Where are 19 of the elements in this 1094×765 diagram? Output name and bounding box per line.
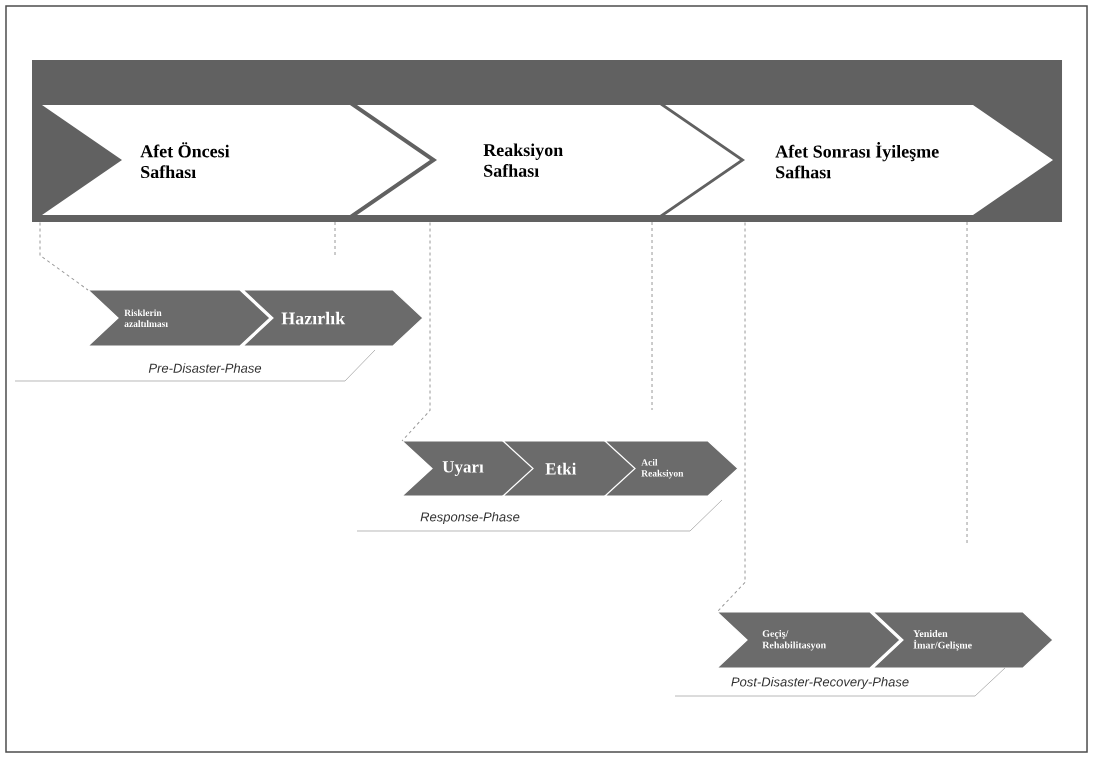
step-block: Risklerin azaltılması bbox=[86, 289, 271, 347]
step-block: Hazırlık bbox=[241, 289, 424, 347]
phase-caption: Post-Disaster-Recovery-Phase bbox=[731, 676, 909, 690]
dashed-connector bbox=[39, 221, 89, 291]
step-block: Yeniden İmar/Gelişme bbox=[871, 611, 1054, 669]
step-block: Uyarı bbox=[400, 440, 536, 497]
step-block: Geçiş/ Rehabilitasyon bbox=[715, 611, 901, 669]
dashed-connector bbox=[401, 221, 431, 442]
phase-caption: Pre-Disaster-Phase bbox=[148, 363, 262, 373]
phase-block: Reaksiyon Safhası bbox=[357, 105, 740, 215]
dashed-connector bbox=[716, 221, 746, 613]
step-block: Acil Reaksiyon bbox=[603, 440, 739, 497]
phase-block: Afet Öncesi Safhası bbox=[42, 105, 430, 215]
node-label: Afet Sonrası İyileşme Safhası bbox=[775, 142, 939, 179]
node-label: Reaksiyon Safhası bbox=[483, 143, 563, 177]
node-label: Afet Öncesi Safhası bbox=[140, 142, 230, 179]
phase-caption: Response-Phase bbox=[420, 511, 520, 525]
phase-block: Afet Sonrası İyileşme Safhası bbox=[665, 105, 1053, 215]
step-block: Etki bbox=[501, 440, 638, 497]
